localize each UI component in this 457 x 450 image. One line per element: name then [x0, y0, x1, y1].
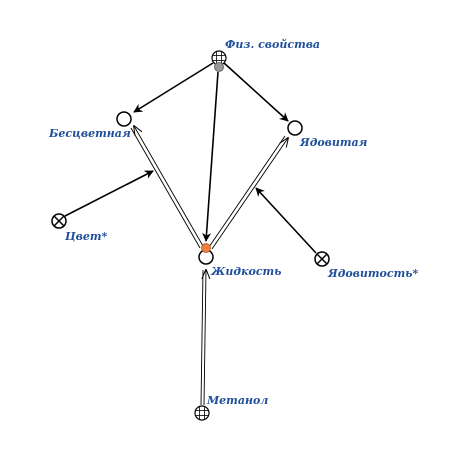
- edge-phys-props-to-poisonous: [223, 62, 289, 122]
- nodes-layer: Физ. свойства Бесцветная Ядовитая Цвет* …: [48, 38, 418, 421]
- edges-layer: [64, 62, 317, 406]
- node-label-liquid: Жидкость: [210, 265, 281, 278]
- node-phys-props[interactable]: Физ. свойства: [211, 38, 320, 72]
- edge-liquid-to-colorless: [130, 126, 204, 249]
- node-label-color: Цвет*: [64, 230, 107, 243]
- edge-phys-props-to-colorless: [133, 62, 214, 113]
- cross-circle-icon: [314, 251, 330, 267]
- node-liquid[interactable]: Жидкость: [198, 243, 281, 279]
- edge-phys-props-to-liquid: [202, 71, 219, 242]
- open-circle-icon: [287, 120, 303, 136]
- node-label-colorless: Бесцветная: [48, 127, 131, 140]
- node-toxicity[interactable]: Ядовитость*: [314, 251, 418, 280]
- edge-methanol-to-liquid: [200, 270, 206, 406]
- node-label-methanol: Метанол: [206, 394, 268, 407]
- node-label-toxicity: Ядовитость*: [327, 267, 418, 280]
- node-label-phys-props: Физ. свойства: [225, 38, 320, 51]
- edge-color-to-colorless: [64, 170, 154, 217]
- grey-dot-icon: [214, 62, 224, 72]
- node-label-poisonous: Ядовитая: [299, 136, 368, 149]
- cross-circle-icon: [51, 213, 67, 229]
- edge-liquid-to-poisonous: [208, 135, 288, 250]
- node-methanol[interactable]: Метанол: [194, 394, 268, 421]
- open-circle-icon: [116, 111, 132, 127]
- edge-toxicity-to-poisonous: [255, 187, 317, 254]
- node-poisonous[interactable]: Ядовитая: [287, 120, 368, 149]
- node-colorless[interactable]: Бесцветная: [48, 111, 132, 140]
- node-color[interactable]: Цвет*: [51, 213, 107, 243]
- grid-circle-icon: [194, 405, 210, 421]
- orange-dot-icon: [201, 243, 211, 253]
